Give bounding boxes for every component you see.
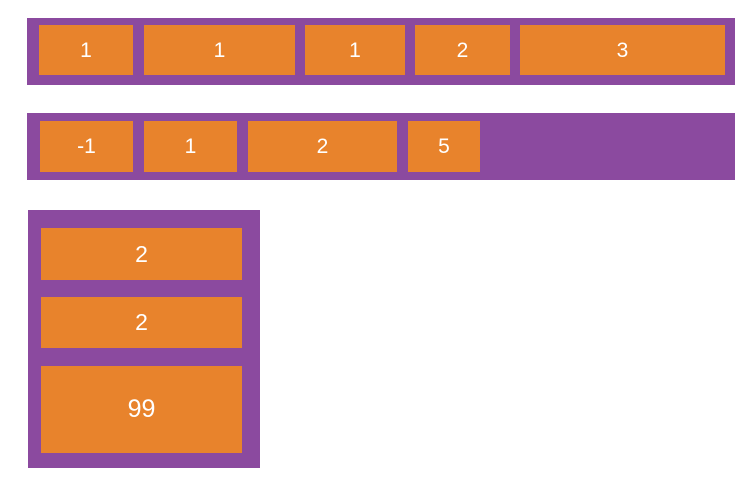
flex-item: 2 — [248, 121, 397, 172]
flex-container-row-2: -1 1 2 5 — [27, 113, 735, 180]
flex-container-row-1: 1 1 1 2 3 — [27, 18, 735, 85]
flex-item: 5 — [408, 121, 480, 172]
flex-item: 99 — [41, 366, 242, 453]
flex-item: 1 — [144, 121, 237, 172]
flex-item: 1 — [144, 25, 295, 75]
flex-item: -1 — [40, 121, 133, 172]
flex-container-column: 2 2 99 — [28, 210, 260, 468]
flex-item: 2 — [41, 228, 242, 280]
flex-item: 2 — [415, 25, 510, 75]
flex-item: 1 — [39, 25, 133, 75]
flex-item: 1 — [305, 25, 405, 75]
flex-item: 3 — [520, 25, 725, 75]
flex-item: 2 — [41, 297, 242, 348]
